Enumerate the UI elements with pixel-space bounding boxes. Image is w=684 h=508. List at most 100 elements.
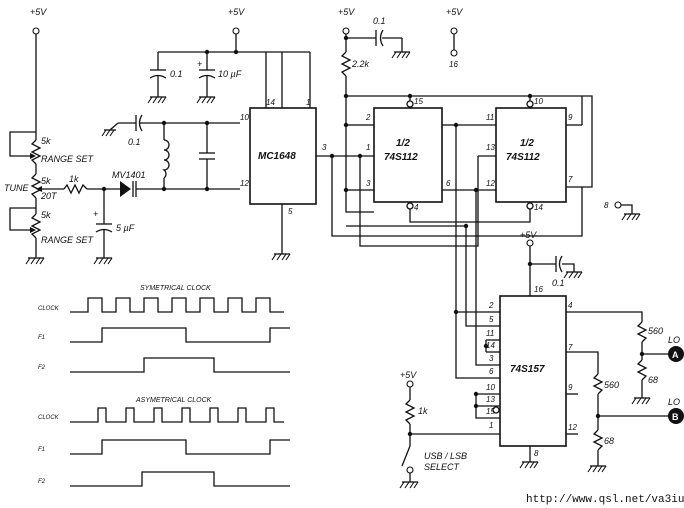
svg-text:560: 560 (648, 326, 663, 336)
svg-text:10: 10 (486, 383, 495, 392)
svg-text:5k: 5k (41, 176, 51, 186)
svg-text:9: 9 (568, 113, 573, 122)
svg-text:1: 1 (366, 143, 370, 152)
svg-text:1/2: 1/2 (520, 138, 534, 149)
svg-text:http://www.qsl.net/va3iul: http://www.qsl.net/va3iul (526, 494, 684, 506)
svg-text:SYMETRICAL CLOCK: SYMETRICAL CLOCK (140, 285, 211, 292)
svg-text:74S112: 74S112 (506, 152, 540, 163)
ic-74s157: 74S157 2 5 11 14 3 6 10 13 15 1 4 7 9 12… (486, 295, 578, 458)
svg-text:0.1: 0.1 (128, 137, 141, 147)
svg-text:4: 4 (414, 203, 419, 212)
svg-text:5k: 5k (41, 210, 51, 220)
svg-text:15: 15 (486, 407, 495, 416)
svg-text:16: 16 (449, 60, 458, 69)
pot-range-set-bottom: 5k RANGE SET (9, 207, 95, 265)
supply-5v-mux: +5V 0.1 16 (520, 230, 583, 296)
ic-74s112-ff2: 1/2 74S112 10 14 11 13 12 9 7 (456, 97, 582, 212)
varactor-mv1401: MV1401 (112, 170, 240, 197)
capacitor-10uf: + 10 µF (196, 52, 242, 104)
svg-text:13: 13 (486, 143, 495, 152)
svg-text:560: 560 (604, 380, 619, 390)
svg-text:F1: F1 (38, 447, 45, 453)
svg-text:14: 14 (266, 98, 275, 107)
supply-5v-pullup: +5V 0.1 2.2k (338, 7, 411, 96)
svg-text:5k: 5k (41, 136, 51, 146)
svg-text:3: 3 (366, 179, 371, 188)
source-url[interactable]: http://www.qsl.net/va3iul (526, 494, 684, 506)
svg-text:+: + (197, 59, 202, 69)
svg-text:A: A (672, 350, 679, 360)
svg-text:6: 6 (489, 367, 494, 376)
svg-text:1k: 1k (69, 174, 79, 184)
capacitor-5uf: + 5 µF (93, 189, 135, 265)
usb-lsb-select-switch[interactable]: USB / LSB SELECT (399, 445, 467, 489)
svg-text:16: 16 (534, 285, 543, 294)
svg-text:LO: LO (668, 397, 680, 407)
svg-text:74S112: 74S112 (384, 152, 418, 163)
svg-text:1: 1 (489, 421, 493, 430)
svg-text:6: 6 (446, 179, 451, 188)
ic-mc1648: MC1648 14 1 10 12 3 5 (240, 52, 327, 261)
svg-text:CLOCK: CLOCK (38, 306, 60, 312)
svg-text:4: 4 (568, 301, 573, 310)
lo-a-terminal: A LO (668, 335, 684, 362)
svg-text:14: 14 (534, 203, 543, 212)
svg-text:2: 2 (365, 113, 371, 122)
svg-text:74S157: 74S157 (510, 364, 545, 375)
svg-text:12: 12 (568, 423, 577, 432)
ground-mux (519, 446, 539, 469)
svg-text:8: 8 (604, 201, 609, 210)
svg-text:68: 68 (604, 436, 614, 446)
svg-text:5 µF: 5 µF (116, 223, 135, 233)
svg-text:11: 11 (486, 329, 494, 338)
svg-text:10: 10 (240, 113, 249, 122)
svg-text:USB / LSB: USB / LSB (424, 451, 467, 461)
svg-text:F2: F2 (38, 479, 46, 485)
svg-text:B: B (672, 412, 679, 422)
svg-text:+5V: +5V (338, 7, 355, 17)
lo-b-terminal: B LO (668, 397, 684, 424)
capacitor-0-1-decoupling: 0.1 (147, 52, 183, 104)
svg-text:+5V: +5V (520, 230, 537, 240)
svg-text:1: 1 (306, 98, 310, 107)
svg-text:MC1648: MC1648 (258, 151, 296, 162)
supply-5v-pin16-ref: +5V 16 (446, 7, 463, 69)
lo-a-divider: 560 68 (566, 311, 674, 405)
svg-text:9: 9 (568, 383, 573, 392)
svg-text:7: 7 (568, 175, 573, 184)
svg-text:20T: 20T (40, 191, 58, 201)
svg-text:+5V: +5V (400, 370, 417, 380)
svg-text:1k: 1k (418, 406, 428, 416)
pot-tune: 5k 20T TUNE (4, 173, 64, 201)
svg-text:+5V: +5V (30, 7, 47, 17)
svg-text:7: 7 (568, 343, 573, 352)
svg-text:15: 15 (414, 97, 423, 106)
lo-b-divider: 560 68 (566, 351, 674, 473)
svg-text:68: 68 (648, 375, 658, 385)
capacitor-0-1-input: 0.1 (101, 114, 240, 147)
svg-text:CLOCK: CLOCK (38, 415, 60, 421)
svg-text:2.2k: 2.2k (351, 59, 370, 69)
inductor-tank (162, 123, 170, 189)
svg-text:0.1: 0.1 (552, 278, 565, 288)
svg-text:0.1: 0.1 (373, 16, 386, 26)
ic-74s112-ff1: 1/2 74S112 15 4 2 1 3 6 (362, 97, 456, 212)
svg-text:3: 3 (322, 143, 327, 152)
svg-text:RANGE SET: RANGE SET (41, 154, 95, 164)
svg-text:MV1401: MV1401 (112, 170, 146, 180)
svg-text:F1: F1 (38, 335, 45, 341)
svg-text:+: + (93, 209, 98, 219)
svg-text:TUNE: TUNE (4, 183, 29, 193)
svg-text:10: 10 (534, 97, 543, 106)
svg-text:13: 13 (486, 395, 495, 404)
supply-5v-left: +5V (30, 7, 47, 140)
svg-text:3: 3 (489, 354, 494, 363)
svg-text:10 µF: 10 µF (218, 69, 242, 79)
svg-text:0.1: 0.1 (170, 69, 183, 79)
svg-text:2: 2 (488, 301, 494, 310)
timing-asymmetrical: ASYMETRICAL CLOCK CLOCK F1 F2 (38, 397, 290, 487)
timing-symmetrical: SYMETRICAL CLOCK CLOCK F1 F2 (38, 285, 290, 373)
svg-text:RANGE SET: RANGE SET (41, 235, 95, 245)
